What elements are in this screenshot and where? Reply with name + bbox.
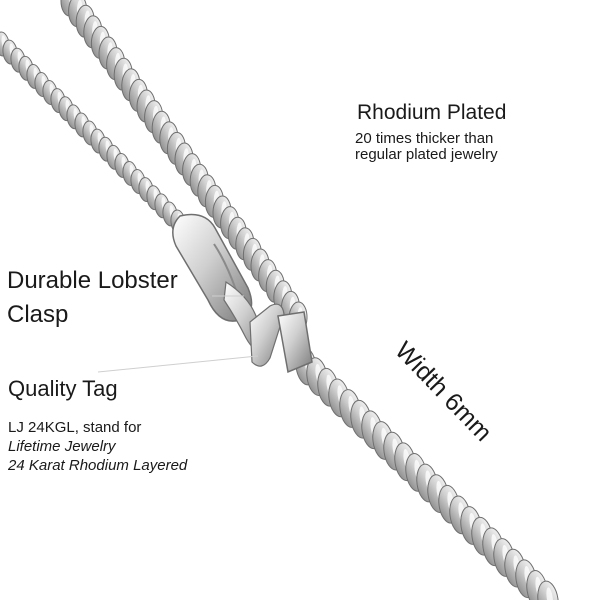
clasp-line-1: Durable Lobster (7, 267, 178, 294)
tag-line-1: LJ 24KGL, stand for (8, 419, 142, 436)
tag-pointer-line (97, 355, 259, 373)
rhodium-plated-description: 20 times thicker than regular plated jew… (355, 131, 498, 163)
quality-tag-description: LJ 24KGL, stand for Lifetime Jewelry 24 … (8, 418, 187, 475)
tag-line-2: Lifetime Jewelry (8, 438, 116, 455)
chain-strand-right (60, 0, 559, 600)
chain-link-highlight (546, 587, 554, 600)
rhodium-plated-title: Rhodium Plated (357, 101, 507, 124)
rhodium-line-1: 20 times thicker than (355, 130, 494, 147)
end-cap (277, 311, 313, 374)
clasp-line-2: Clasp (7, 301, 69, 328)
quality-tag-title: Quality Tag (8, 376, 118, 401)
durable-lobster-clasp-label: Durable Lobster Clasp (7, 264, 178, 332)
chain-link (537, 580, 559, 600)
rhodium-line-2: regular plated jewelry (355, 146, 498, 163)
quality-tag (249, 303, 285, 367)
tag-line-3: 24 Karat Rhodium Layered (8, 457, 188, 474)
